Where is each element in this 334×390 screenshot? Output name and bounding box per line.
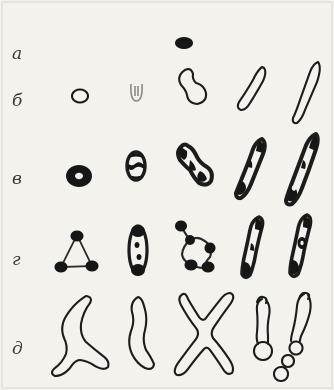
stage-b-ring	[72, 90, 88, 103]
stage-d-x-shape	[175, 293, 234, 375]
stage-v-donut	[66, 165, 92, 187]
row-label-b: б	[12, 91, 23, 111]
stage-b-dumbbell	[179, 69, 206, 104]
row-label-g: г	[12, 250, 21, 270]
stage-d-branched	[52, 296, 108, 376]
stage-g-rod-2	[290, 215, 311, 276]
row-a-figures	[175, 37, 193, 49]
row-label-a: а	[12, 44, 22, 64]
stage-d-beaded-rod-2	[274, 293, 311, 381]
stage-d-beaded-rod-1	[254, 297, 272, 360]
row-v-figures	[66, 134, 318, 205]
stage-v-rod-1	[236, 139, 265, 198]
stage-a-dot	[175, 37, 193, 49]
page-frame	[2, 2, 332, 388]
stage-v-twisted-pair	[178, 145, 212, 185]
stage-g-beaded-thread	[175, 221, 216, 273]
row-label-d: д	[12, 339, 23, 359]
stage-g-triangle	[55, 231, 99, 273]
stage-b-rod-2	[293, 62, 320, 123]
row-d-figures	[52, 293, 311, 381]
stage-v-rod-2	[286, 134, 318, 205]
stage-g-oval-poles	[129, 225, 147, 276]
stage-b-rod-1	[238, 67, 265, 110]
stage-g-rod-1	[242, 217, 263, 277]
stage-b-u-shape	[131, 84, 142, 101]
row-label-v: в	[12, 169, 22, 189]
stage-d-curved-rod	[129, 297, 154, 369]
stage-v-oval-bars	[127, 152, 145, 180]
row-b-figures	[72, 62, 320, 123]
row-g-figures	[55, 215, 311, 277]
